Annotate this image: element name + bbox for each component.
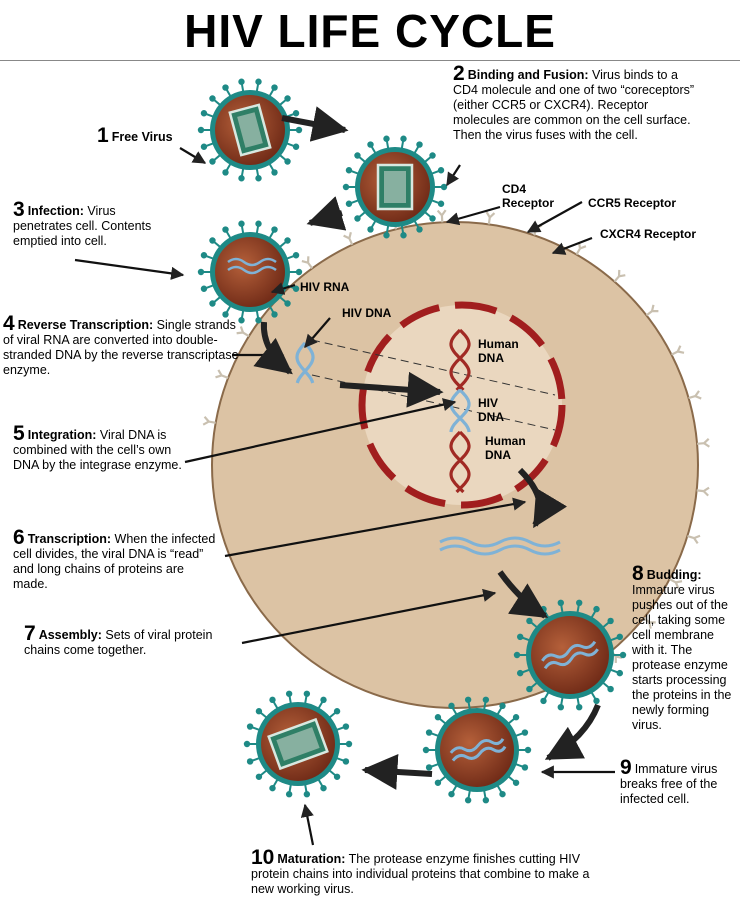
pointer-lines bbox=[74, 147, 615, 846]
receptor-icon bbox=[687, 534, 701, 545]
nucleus bbox=[362, 305, 562, 505]
step-description: Single strands of viral RNA are converte… bbox=[3, 318, 239, 377]
free-virus bbox=[197, 78, 303, 182]
step-description: Sets of viral protein chains come togeth… bbox=[24, 628, 213, 657]
receptor-icon bbox=[613, 269, 626, 283]
step-heading: Budding: bbox=[646, 568, 702, 582]
receptor-icon bbox=[669, 578, 683, 589]
hiv-dna-label: HIV DNA bbox=[342, 306, 392, 320]
receptor-icon bbox=[236, 326, 250, 338]
step-heading: Integration: bbox=[27, 428, 97, 442]
step-number: 1 bbox=[97, 124, 109, 147]
step-description: Virus binds to a CD4 molecule and one of… bbox=[453, 68, 695, 142]
receptor-icon bbox=[343, 231, 354, 246]
step-heading: Maturation: bbox=[277, 852, 346, 866]
diagram-title: HIV LIFE CYCLE bbox=[184, 5, 556, 57]
step-description: Virus penetrates cell. Contents emptied … bbox=[13, 204, 152, 248]
guide-line bbox=[311, 339, 556, 396]
binding-virus bbox=[342, 135, 448, 239]
step-number: 2 bbox=[453, 62, 465, 85]
receptor-icon bbox=[301, 256, 314, 270]
receptor-icon bbox=[485, 211, 496, 225]
human-dna-top-label: Human DNA bbox=[478, 337, 519, 365]
step-heading: Free Virus bbox=[111, 130, 173, 144]
immature-virus bbox=[422, 696, 532, 804]
receptor-icon bbox=[436, 209, 447, 223]
step-description: Immature virus pushes out of the cell, t… bbox=[632, 583, 732, 732]
title-divider bbox=[0, 60, 740, 61]
step-description: The protease enzyme finishes cutting HIV… bbox=[251, 852, 590, 896]
cd4-receptor-label: CD4 Receptor bbox=[502, 182, 555, 210]
budding-virus bbox=[513, 599, 627, 711]
step-heading: Binding and Fusion: bbox=[467, 68, 589, 82]
cxcr4-receptor-label: CXCR4 Receptor bbox=[600, 227, 697, 241]
nuclear-membrane bbox=[358, 301, 566, 509]
step-description: Immature virus breaks free of the infect… bbox=[620, 762, 718, 806]
infecting-virus bbox=[197, 220, 303, 324]
step-heading: Assembly: bbox=[38, 628, 102, 642]
step-number: 9 bbox=[620, 756, 632, 779]
human-dna-bottom-label: Human DNA bbox=[485, 434, 526, 462]
hiv-dna-helix bbox=[295, 341, 315, 384]
step-number: 5 bbox=[13, 422, 25, 445]
receptor-icon bbox=[645, 304, 659, 317]
hiv-dna-nucleus-label: HIV DNA bbox=[478, 396, 504, 424]
cell-surface-receptors bbox=[202, 209, 710, 663]
step-heading: Infection: bbox=[27, 204, 84, 218]
step-number: 10 bbox=[251, 846, 275, 869]
receptor-icon bbox=[643, 617, 656, 629]
step-description: When the infected cell divides, the vira… bbox=[13, 532, 216, 591]
step-number: 8 bbox=[632, 562, 644, 585]
receptor-icon bbox=[688, 390, 702, 400]
process-arrows bbox=[253, 106, 601, 790]
step-number: 6 bbox=[13, 526, 25, 549]
receptor-icon bbox=[696, 437, 710, 448]
transcribed-rna-strands bbox=[439, 536, 561, 556]
receptor-icon bbox=[215, 369, 229, 379]
virus-particles bbox=[197, 78, 627, 804]
mature-virus bbox=[243, 690, 353, 798]
step-number: 4 bbox=[3, 312, 15, 335]
step-heading: Reverse Transcription: bbox=[17, 318, 154, 332]
hiv-rna-label: HIV RNA bbox=[300, 280, 350, 294]
step-heading: Transcription: bbox=[27, 532, 112, 546]
receptor-icon bbox=[671, 345, 685, 356]
step-number: 3 bbox=[13, 198, 25, 221]
receptor-icon bbox=[202, 416, 216, 426]
receptor-icon bbox=[696, 486, 710, 497]
step-number: 7 bbox=[24, 622, 36, 645]
ccr5-receptor-label: CCR5 Receptor bbox=[588, 196, 677, 210]
step-description: Viral DNA is combined with the cell’s ow… bbox=[13, 428, 182, 472]
